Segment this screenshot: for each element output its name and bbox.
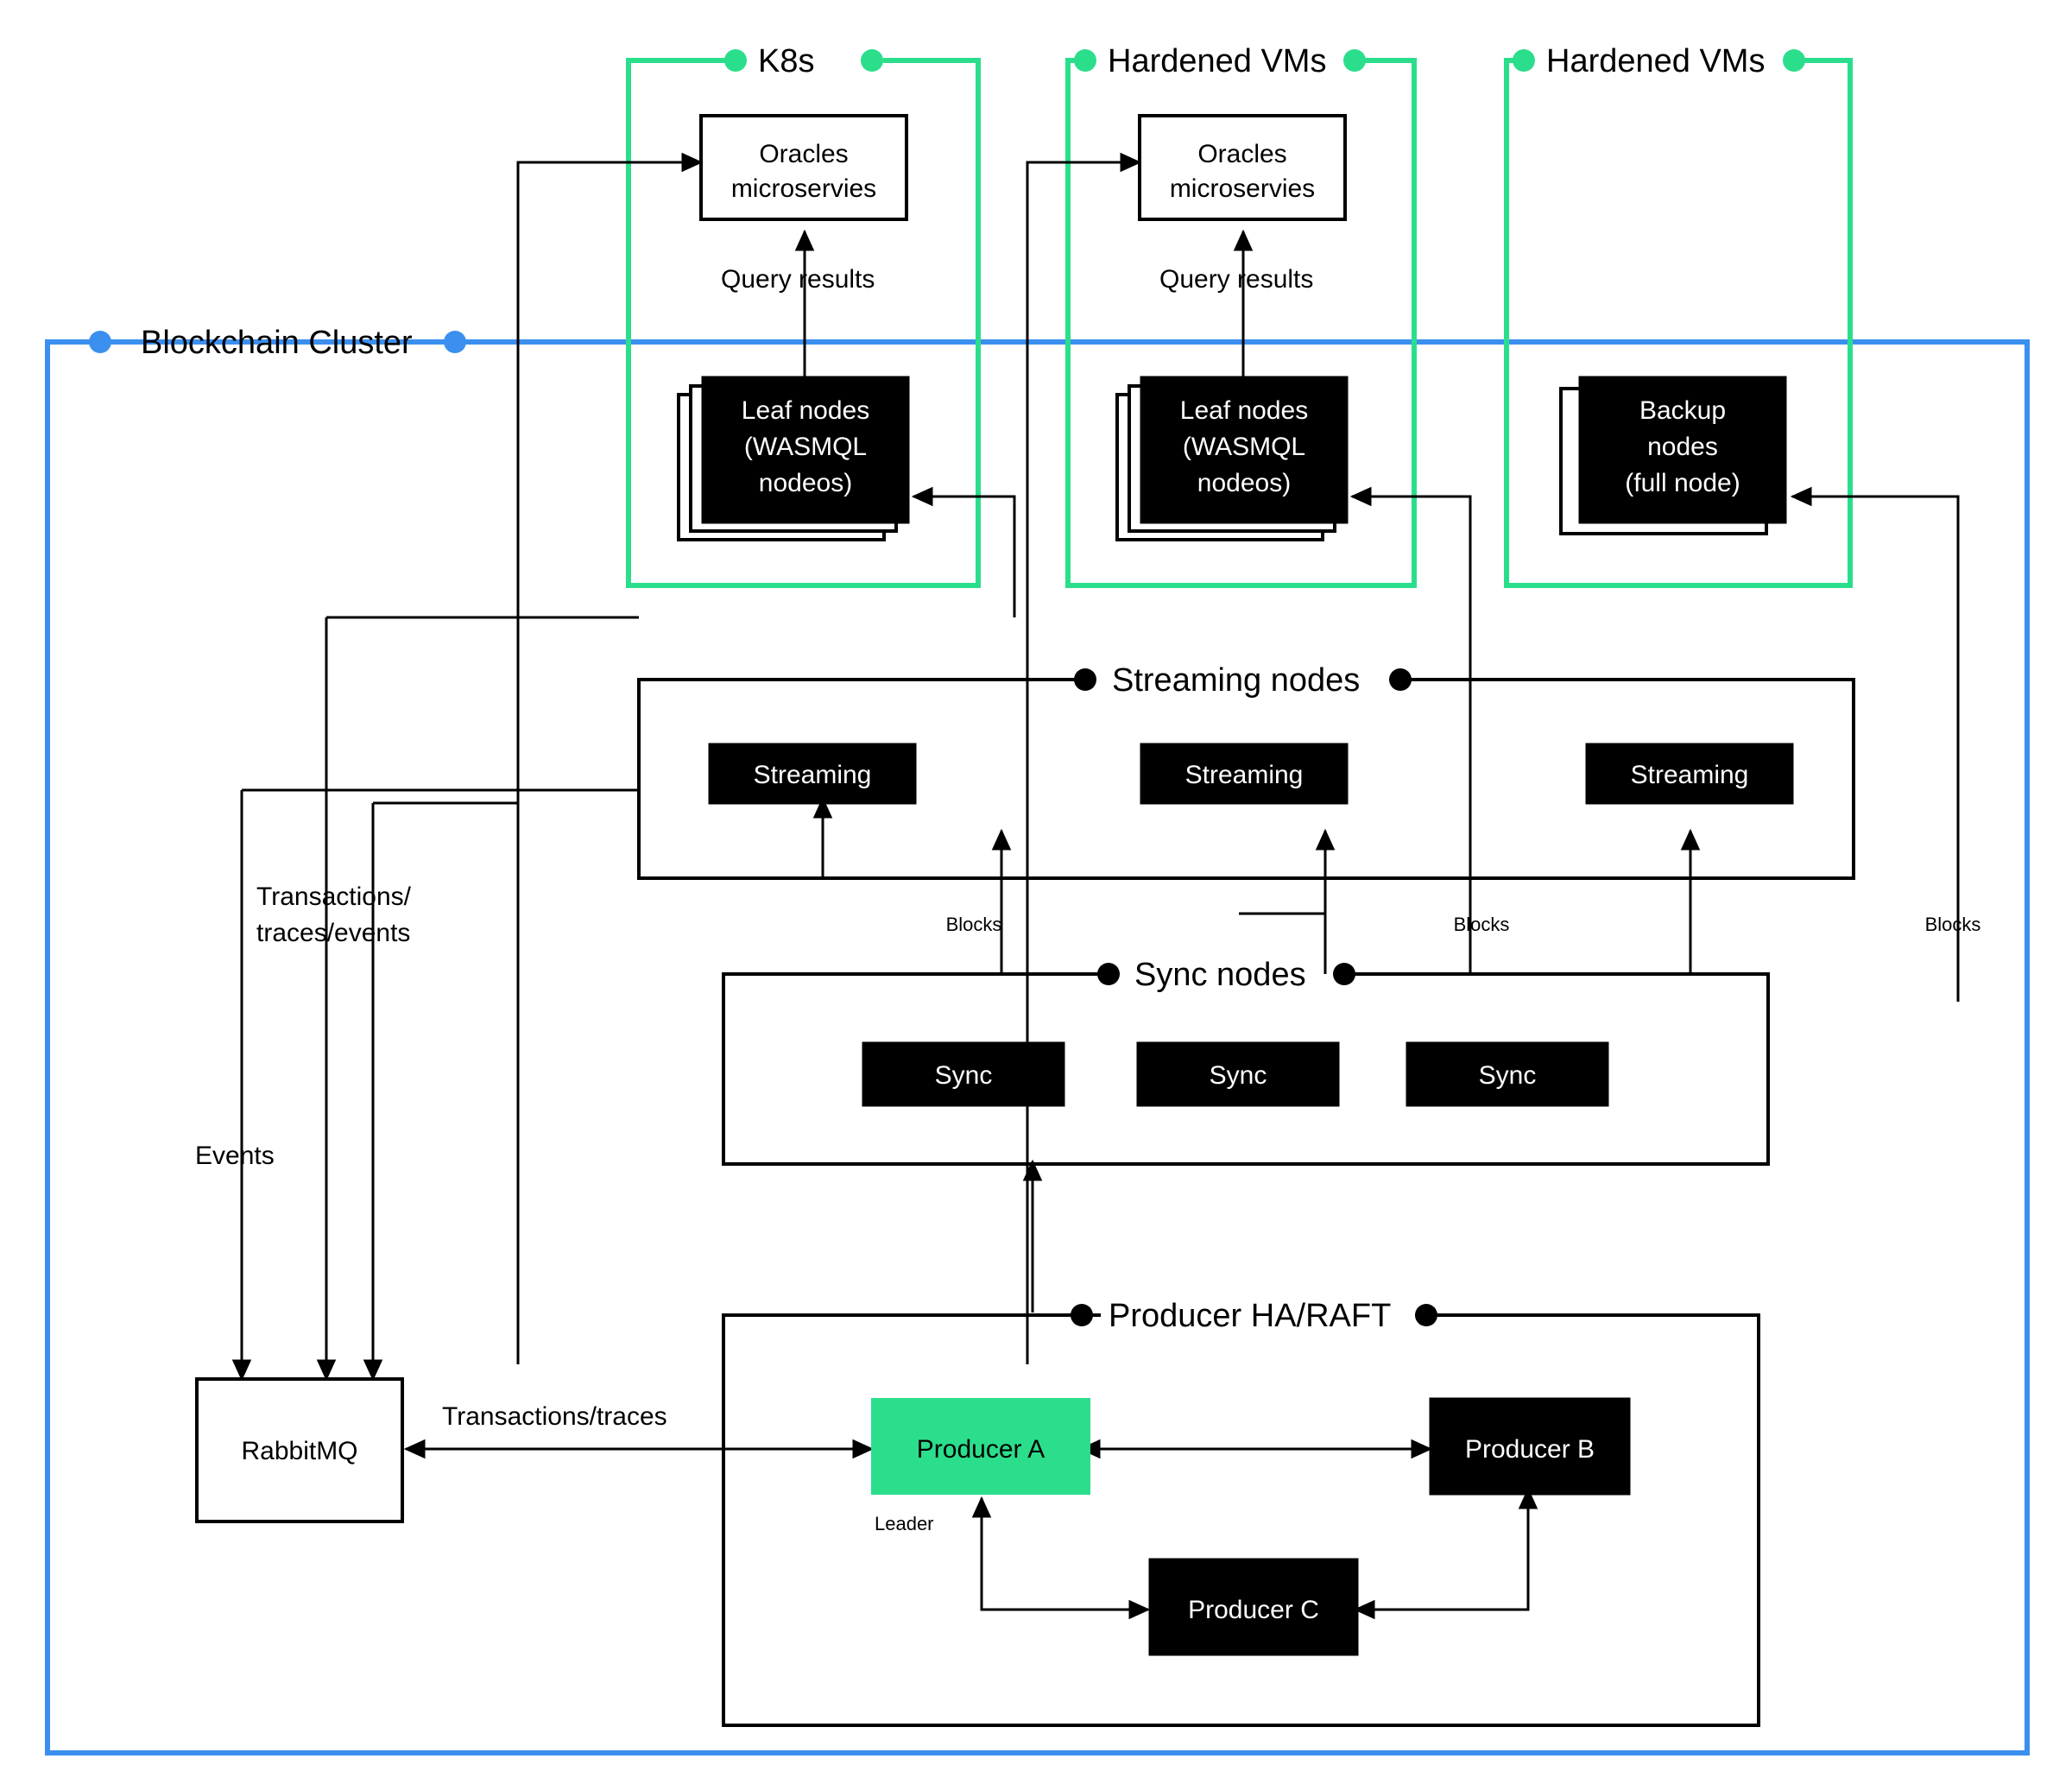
node-streaming-2-label: Streaming <box>1185 761 1304 789</box>
node-sync-1-label: Sync <box>935 1061 993 1090</box>
node-sync-1[interactable]: Sync <box>862 1041 1065 1107</box>
group-label-sync-nodes: Sync nodes <box>1134 957 1306 993</box>
k8s-dot-left <box>724 49 747 72</box>
node-oracles-1-line1: Oracles <box>759 140 848 168</box>
sync-nodes-container <box>722 972 1770 1166</box>
group-label-hardened-vms-1: Hardened VMs <box>1108 43 1326 79</box>
node-leaf-2[interactable]: Leaf nodes (WASMQL nodeos) <box>1115 376 1349 541</box>
node-backup-line3: (full node) <box>1625 469 1740 497</box>
node-leaf-1-line1: Leaf nodes <box>742 396 869 425</box>
node-sync-3[interactable]: Sync <box>1406 1041 1609 1107</box>
wire-to-leaf-2 <box>1364 495 1472 976</box>
edge-label-query-results-1: Query results <box>721 265 875 294</box>
streaming-nodes-dot-right <box>1389 668 1412 691</box>
node-leaf-1-line2: (WASMQL <box>744 433 867 461</box>
node-oracles-2-line2: microservies <box>1170 174 1315 203</box>
wire-to-leaf-1 <box>925 495 1016 617</box>
edge-label-query-results-2: Query results <box>1159 265 1313 294</box>
wire-producer-c-to-a <box>971 1496 1148 1611</box>
node-producer-b[interactable]: Producer B <box>1429 1397 1631 1496</box>
node-sync-3-label: Sync <box>1479 1061 1537 1090</box>
wire-to-backup <box>1804 495 1960 1002</box>
edge-label-blocks-1: Blocks <box>946 914 1002 935</box>
group-k8s: K8s <box>626 43 981 588</box>
edge-label-transactions-traces: Transactions/traces <box>442 1402 667 1431</box>
node-streaming-1-label: Streaming <box>754 761 872 789</box>
node-sync-2[interactable]: Sync <box>1136 1041 1340 1107</box>
node-rabbitmq[interactable]: RabbitMQ <box>195 1377 404 1523</box>
node-streaming-3[interactable]: Streaming <box>1585 743 1794 805</box>
node-oracles-1-line2: microservies <box>731 174 876 203</box>
node-streaming-1[interactable]: Streaming <box>708 743 917 805</box>
node-producer-c-label: Producer C <box>1188 1596 1319 1624</box>
hardened-vms-1-dot-right <box>1343 49 1366 72</box>
cluster-dot-right <box>444 331 466 353</box>
node-producer-b-label: Producer B <box>1465 1435 1595 1464</box>
edge-label-transactions-line2: traces/events <box>256 919 410 947</box>
group-label-hardened-vms-2: Hardened VMs <box>1546 43 1765 79</box>
node-oracles-2[interactable]: Oracles microservies <box>1138 114 1347 221</box>
node-leaf-2-line3: nodeos) <box>1197 469 1291 497</box>
hardened-vms-2-dot-left <box>1513 49 1535 72</box>
producer-ha-dot-right <box>1415 1304 1437 1326</box>
producer-ha-dot-left <box>1071 1304 1093 1326</box>
cluster-dot-left <box>89 331 111 353</box>
node-producer-c[interactable]: Producer C <box>1148 1558 1359 1656</box>
hardened-vms-2-dot-right <box>1783 49 1805 72</box>
node-leaf-2-line1: Leaf nodes <box>1180 396 1308 425</box>
group-label-k8s: K8s <box>758 43 814 79</box>
group-hardened-vms-1: Hardened VMs <box>1065 43 1417 588</box>
sync-nodes-dot-right <box>1333 963 1355 985</box>
edge-label-blocks-3: Blocks <box>1925 914 1981 935</box>
edge-label-transactions-line1: Transactions/ <box>256 883 412 911</box>
producer-ha-container <box>722 1313 1760 1727</box>
wire-producer-b-to-c <box>1364 1498 1530 1611</box>
group-label-blockchain-cluster: Blockchain Cluster <box>141 325 413 361</box>
node-producer-a-label: Producer A <box>917 1435 1045 1464</box>
wire-rabbitmq-to-oracles-2 <box>1026 161 1129 1364</box>
node-streaming-3-label: Streaming <box>1631 761 1749 789</box>
wire-rabbitmq-to-oracles-1 <box>516 161 691 1364</box>
sync-nodes-dot-left <box>1097 963 1120 985</box>
wire-layer <box>231 152 1960 1727</box>
node-leaf-1[interactable]: Leaf nodes (WASMQL nodeos) <box>677 376 910 541</box>
group-label-producer-ha: Producer HA/RAFT <box>1109 1298 1391 1334</box>
node-leaf-1-line3: nodeos) <box>759 469 852 497</box>
node-backup-line1: Backup <box>1639 396 1726 425</box>
hardened-vms-1-dot-left <box>1074 49 1096 72</box>
edge-label-events: Events <box>195 1142 275 1170</box>
node-oracles-2-line1: Oracles <box>1197 140 1286 168</box>
group-hardened-vms-2: Hardened VMs <box>1504 43 1853 588</box>
node-rabbitmq-label: RabbitMQ <box>241 1437 357 1465</box>
node-producer-a[interactable]: Producer A <box>871 1398 1090 1495</box>
group-blockchain-cluster: Blockchain Cluster <box>45 325 2030 1756</box>
node-oracles-1[interactable]: Oracles microservies <box>699 114 908 221</box>
k8s-dot-right <box>861 49 883 72</box>
edge-label-leader: Leader <box>875 1513 934 1534</box>
node-leaf-2-line2: (WASMQL <box>1183 433 1305 461</box>
node-sync-2-label: Sync <box>1210 1061 1267 1090</box>
streaming-nodes-dot-left <box>1074 668 1096 691</box>
wire-blocks-2-seg <box>1239 912 1327 957</box>
node-streaming-2[interactable]: Streaming <box>1140 743 1349 805</box>
node-backup[interactable]: Backup nodes (full node) <box>1559 376 1787 535</box>
group-label-streaming-nodes: Streaming nodes <box>1112 662 1360 699</box>
streaming-nodes-container <box>637 678 1855 880</box>
node-backup-line2: nodes <box>1647 433 1718 461</box>
edge-label-blocks-2: Blocks <box>1454 914 1510 935</box>
